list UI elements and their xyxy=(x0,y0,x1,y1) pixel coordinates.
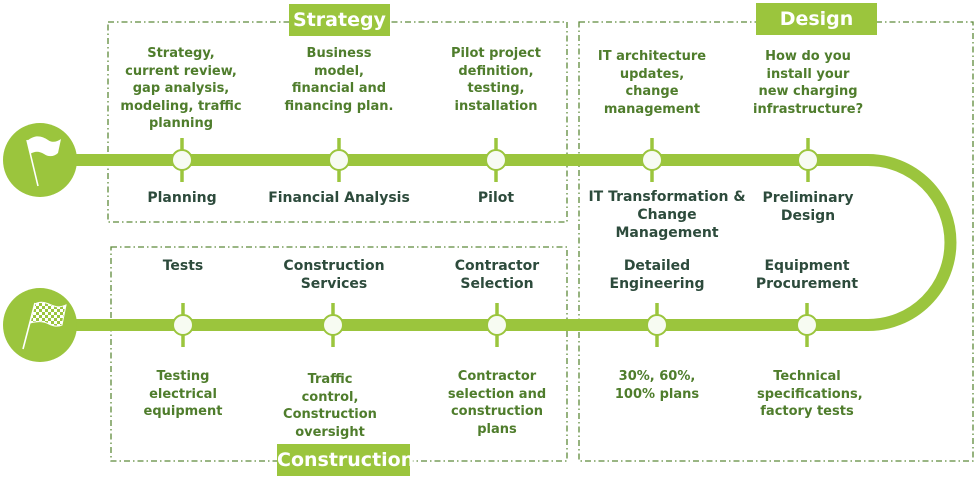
step-title: Construction Services xyxy=(283,258,385,292)
step-description: Contractor selection and construction pl… xyxy=(447,369,547,437)
step-title: Contractor Selection xyxy=(454,258,540,292)
checkered-flag-icon xyxy=(22,301,67,350)
step-title: Preliminary Design xyxy=(762,190,854,224)
strategy-phase-tab: Strategy xyxy=(289,4,390,36)
step-title: Financial Analysis xyxy=(268,190,410,206)
milestone-node-bottom-4 xyxy=(796,303,818,347)
step-description: IT architecture updates, change manageme… xyxy=(597,49,707,117)
white-flag-icon xyxy=(26,136,61,187)
step-title: Detailed Engineering xyxy=(609,258,705,292)
step-description: How do you install your new charging inf… xyxy=(753,49,864,117)
step-title: IT Transformation & Change Management xyxy=(588,189,746,241)
step-description: Traffic control, Construction oversight xyxy=(283,372,377,440)
milestone-circle xyxy=(485,149,507,171)
construction-phase-box xyxy=(110,246,568,462)
milestone-circle xyxy=(641,149,663,171)
milestone-circle xyxy=(171,149,193,171)
step-title: Equipment Procurement xyxy=(755,258,859,292)
milestone-circle xyxy=(646,314,668,336)
milestone-circle xyxy=(486,314,508,336)
design-phase-tab: Design xyxy=(756,3,877,35)
step-description: Pilot project definition, testing, insta… xyxy=(451,46,541,114)
milestone-node-bottom-0 xyxy=(172,303,194,347)
construction-phase-tab: Construction xyxy=(277,444,414,476)
step-title: Planning xyxy=(147,190,217,206)
milestone-node-top-2 xyxy=(485,138,507,182)
step-description: Testing electrical equipment xyxy=(143,369,223,419)
finish-circle xyxy=(3,288,77,362)
step-title: Pilot xyxy=(477,190,515,206)
step-title: Tests xyxy=(162,258,204,274)
milestone-node-top-0 xyxy=(171,138,193,182)
milestone-circle xyxy=(172,314,194,336)
milestone-circle xyxy=(797,149,819,171)
milestone-node-top-3 xyxy=(641,138,663,182)
milestone-node-bottom-1 xyxy=(322,303,344,347)
milestone-circle xyxy=(322,314,344,336)
start-circle xyxy=(3,123,77,197)
design-phase-box xyxy=(578,21,974,462)
step-description: Business model, financial and financing … xyxy=(284,46,394,114)
milestone-circle xyxy=(796,314,818,336)
step-description: 30%, 60%, 100% plans xyxy=(614,369,700,402)
step-description: Strategy, current review, gap analysis, … xyxy=(120,46,242,131)
milestone-node-top-1 xyxy=(328,138,350,182)
timeline-track xyxy=(40,154,957,331)
milestone-node-top-4 xyxy=(797,138,819,182)
milestone-node-bottom-2 xyxy=(486,303,508,347)
milestone-node-bottom-3 xyxy=(646,303,668,347)
milestone-circle xyxy=(328,149,350,171)
step-description: Technical specifications, factory tests xyxy=(757,369,863,419)
